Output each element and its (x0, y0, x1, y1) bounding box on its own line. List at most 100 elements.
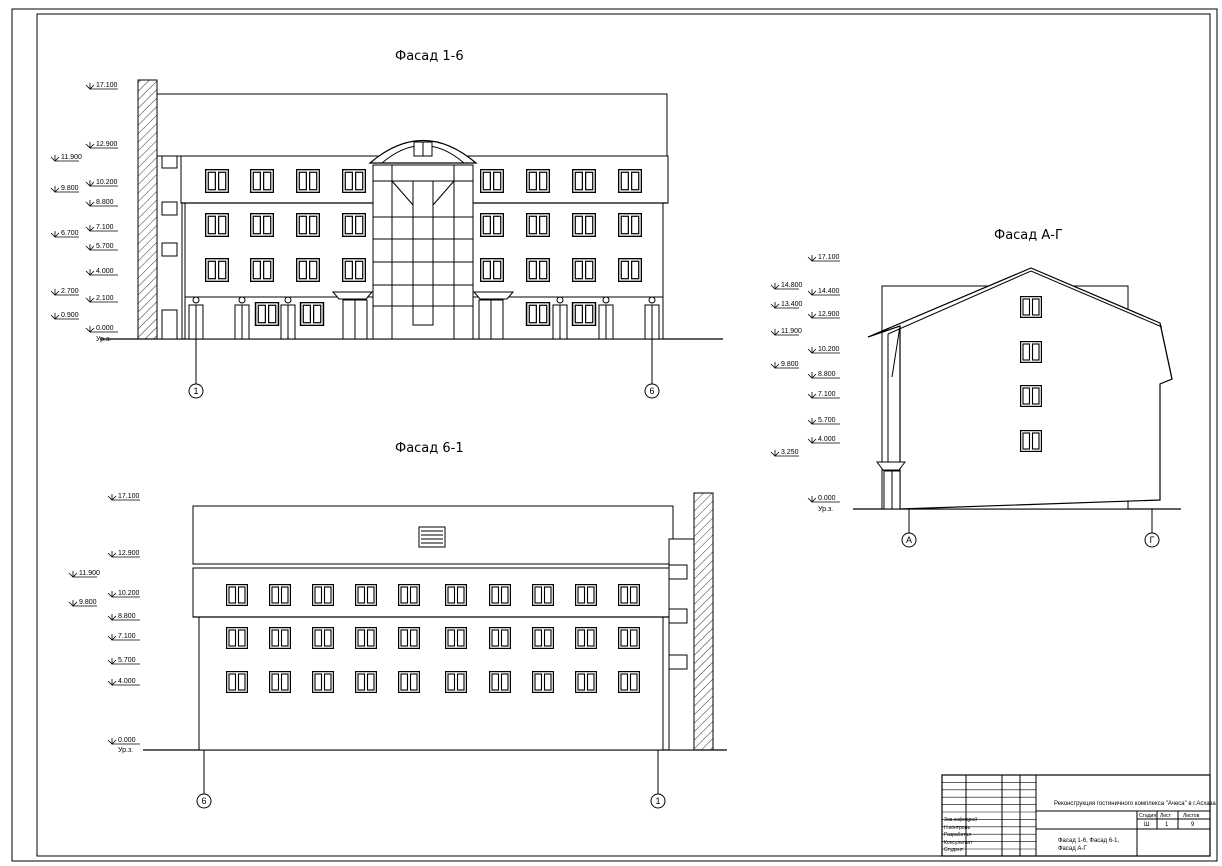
rear-level-mark: 17.100 (118, 493, 140, 500)
stage-value: Ш (1144, 822, 1150, 828)
front-level-mark: 10.200 (96, 179, 118, 186)
rear-dormer-vent (418, 526, 446, 548)
inner-frame (36, 13, 1211, 857)
rear-level-mark: 9.800 (79, 599, 97, 606)
rear-window (575, 671, 597, 693)
rear-window (312, 584, 334, 606)
rear-window (618, 671, 640, 693)
sheet-title-line-1: Фасад 1-6, Фасад 6-1, (1058, 838, 1119, 844)
front-hatched-wall (137, 79, 158, 340)
rear-window (489, 584, 511, 606)
front-level-mark: 2.100 (96, 295, 114, 302)
rear-window (575, 627, 597, 649)
rear-window (618, 584, 640, 606)
rear-axis-left: 6 (201, 796, 206, 806)
front-level-mark: 0.000 (96, 325, 114, 332)
front-level-mark: 8.800 (96, 199, 114, 206)
title-block-role: Н.контроль (944, 825, 970, 831)
sheet-title-line-2: Фасад А-Г (1058, 846, 1087, 852)
rear-window (398, 584, 420, 606)
title-block-role: Консультант (944, 840, 973, 846)
side-level-mark: 3.250 (781, 449, 799, 456)
facade-front-title: Фасад 1-6 (395, 49, 464, 64)
side-level-mark: 7.100 (818, 391, 836, 398)
rear-window (398, 627, 420, 649)
front-level-mark: 17.100 (96, 82, 118, 89)
side-level-mark: 5.700 (818, 417, 836, 424)
rear-window (269, 627, 291, 649)
rear-window (312, 627, 334, 649)
rear-level-mark: 4.000 (118, 678, 136, 685)
front-level-mark: 9.800 (61, 185, 79, 192)
side-level-mark: 10.200 (818, 346, 840, 353)
front-axis-right: 6 (649, 386, 654, 396)
rear-window (355, 584, 377, 606)
rear-elevation-marks: 17.10012.90010.2008.8007.1005.7004.0000.… (68, 493, 140, 754)
side-level-mark: 0.000 (818, 495, 836, 502)
facade-side-title: Фасад А-Г (994, 228, 1063, 243)
rear-window (532, 671, 554, 693)
side-level-mark: 8.800 (818, 371, 836, 378)
project-name: Реконструкция гостиничного комплекса "Ач… (1054, 801, 1216, 807)
title-block-text: Реконструкция гостиничного комплекса "Ач… (944, 801, 1216, 853)
front-elevation-marks: 17.100 12.900 10.200 8.800 7.100 5.700 4.000 2.… (50, 82, 118, 343)
title-block (941, 774, 1211, 857)
outer-frame (11, 8, 1218, 862)
rear-ground-level-label: Ур.з. (118, 747, 133, 754)
side-elevation-marks: 17.100 14.400 12.900 10.200 8.800 7.100 5.700 4… (770, 254, 840, 513)
side-level-mark: 4.000 (818, 436, 836, 443)
facade-rear: Фасад 6-1 6 1 17.100 12.900 10.200 8.800 7.1… (68, 441, 727, 809)
rear-window (618, 627, 640, 649)
rear-axis-right: 1 (655, 796, 660, 806)
rear-window (355, 627, 377, 649)
rear-level-mark: 11.900 (79, 570, 100, 577)
rear-window (489, 627, 511, 649)
sheet-value: 1 (1165, 822, 1169, 828)
rear-window (445, 584, 467, 606)
front-level-mark: 4.000 (96, 268, 114, 275)
rear-window (445, 627, 467, 649)
rear-window (269, 584, 291, 606)
rear-hatched-wall (693, 492, 714, 751)
title-block-role: Разработал (944, 832, 971, 838)
rear-level-mark: 10.200 (118, 590, 140, 597)
front-level-mark: 12.900 (96, 141, 118, 148)
side-level-mark: 13.400 (781, 301, 803, 308)
front-ground-level-label: Ур.з. (96, 336, 111, 343)
front-level-mark: 0.900 (61, 312, 79, 319)
side-axis-right: Г (1150, 535, 1155, 545)
sheets-header: Листов (1183, 813, 1200, 819)
front-level-mark: 5.700 (96, 243, 114, 250)
rear-window (312, 671, 334, 693)
side-level-mark: 14.400 (818, 288, 840, 295)
rear-level-mark: 8.800 (118, 613, 136, 620)
front-level-mark: 11.900 (61, 154, 82, 161)
title-block-role: Зав.кафедрой (944, 816, 977, 823)
side-level-mark: 12.900 (818, 311, 840, 318)
sheets-value: 9 (1191, 822, 1195, 828)
facade-rear-title: Фасад 6-1 (395, 441, 464, 456)
front-axis-left: 1 (193, 386, 198, 396)
title-block-role: Студент (944, 847, 964, 853)
rear-window (575, 584, 597, 606)
front-level-mark: 7.100 (96, 224, 114, 231)
rear-window (445, 671, 467, 693)
rear-window (398, 671, 420, 693)
rear-level-mark: 7.100 (118, 633, 136, 640)
side-level-mark: 11.900 (781, 328, 802, 335)
side-ground-level-label: Ур.з. (818, 506, 833, 513)
rear-window (355, 671, 377, 693)
side-level-mark: 17.100 (818, 254, 840, 261)
sheet-header: Лист (1160, 813, 1172, 819)
front-level-mark: 2.700 (61, 288, 79, 295)
stage-header: Стадия (1139, 813, 1156, 819)
side-axis-left: А (906, 535, 912, 545)
rear-window (532, 627, 554, 649)
rear-window (226, 584, 248, 606)
rear-level-mark: 0.000 (118, 737, 136, 744)
rear-level-mark: 12.900 (118, 550, 140, 557)
facade-side: Фасад А-Г А Г 17.100 14.400 12.900 10.200 8.… (770, 228, 1181, 548)
rear-window (226, 627, 248, 649)
side-level-mark: 9.800 (781, 361, 799, 368)
